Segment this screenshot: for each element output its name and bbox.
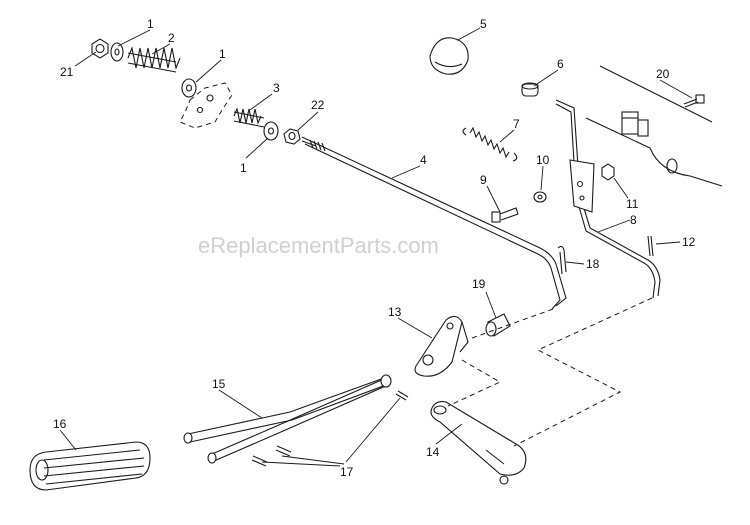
part-16-pedal-pad	[29, 441, 151, 491]
part-2-spring	[127, 46, 181, 73]
callout-2: 2	[168, 31, 175, 45]
callout-8: 8	[630, 213, 637, 227]
part-3-spring	[233, 107, 265, 128]
part-12-pin	[647, 235, 654, 257]
callout-4: 4	[420, 153, 427, 167]
callout-labels: 1 2 1 21 3 1 22 4 5 6 20 7 10 9 11 8 12 …	[53, 17, 696, 479]
assembly-lines	[447, 297, 653, 447]
callout-19: 19	[472, 277, 486, 291]
callout-1-bottom: 1	[240, 161, 247, 175]
callout-7: 7	[513, 117, 520, 131]
callout-9: 9	[480, 173, 487, 187]
part-10-washer	[533, 191, 547, 203]
callout-1-top: 1	[147, 17, 154, 31]
part-17-roll-pins	[251, 390, 409, 467]
callout-14: 14	[426, 445, 440, 459]
callout-17: 17	[340, 465, 354, 479]
frame-panel	[585, 65, 723, 187]
part-22-nut	[283, 128, 301, 145]
part-4-rod	[301, 136, 567, 310]
part-18-cotter-pin	[557, 245, 567, 275]
part-14-lever-arm	[430, 401, 527, 485]
callout-21: 21	[60, 65, 74, 79]
part-1-washer-bottom	[263, 121, 279, 141]
part-8-control-lever	[555, 99, 661, 299]
callout-22: 22	[311, 98, 325, 112]
part-20-bolt	[683, 94, 705, 108]
watermark-text: eReplacementParts.com	[198, 233, 439, 258]
callout-11: 11	[626, 197, 639, 211]
callout-16: 16	[53, 417, 67, 431]
leader-lines	[59, 27, 693, 467]
part-6-bushing	[521, 82, 539, 97]
bracket-reference	[179, 82, 233, 129]
callout-18: 18	[586, 257, 600, 271]
callout-20: 20	[656, 67, 670, 81]
part-19-bushing	[485, 313, 511, 337]
callout-5: 5	[480, 17, 487, 31]
callout-15: 15	[212, 377, 226, 391]
callout-1-middle: 1	[219, 47, 226, 61]
part-7-spring	[462, 126, 518, 162]
part-13-bracket-plate	[414, 315, 469, 377]
part-1-washer-middle	[181, 78, 197, 98]
callout-13: 13	[388, 305, 402, 319]
callout-3: 3	[273, 81, 280, 95]
callout-10: 10	[536, 153, 550, 167]
part-11-nut	[601, 163, 615, 181]
part-1-washer-top	[110, 42, 124, 62]
part-9-bolt	[491, 207, 519, 223]
callout-12: 12	[682, 235, 696, 249]
part-15-pedal-rods	[183, 374, 392, 464]
callout-6: 6	[557, 57, 564, 71]
part-5-knob	[429, 37, 469, 75]
part-21-nut	[91, 38, 109, 59]
